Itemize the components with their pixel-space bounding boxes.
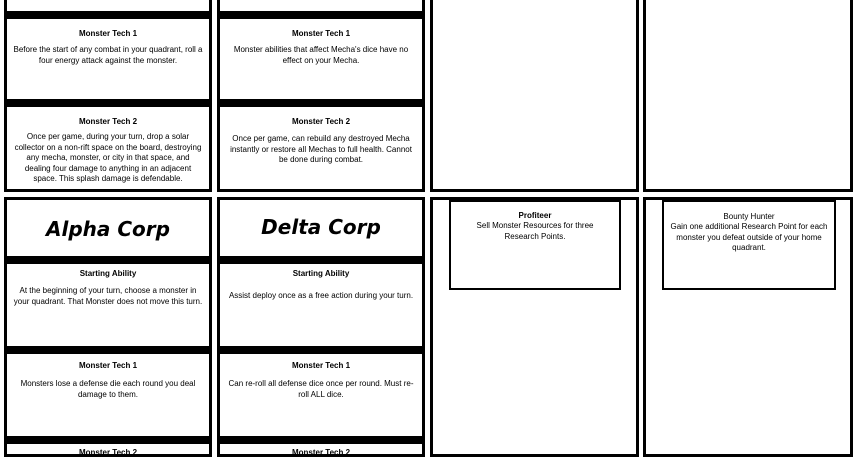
top-right-card-2 (643, 0, 853, 192)
divider (7, 11, 209, 19)
monster-tech-1-title: Monster Tech 1 (78, 29, 138, 38)
bounty-hunter-text: Gain one additional Research Point for e… (670, 222, 828, 252)
monster-tech-1-title: Monster Tech 1 (291, 361, 351, 370)
profiteer-title: Profiteer (518, 211, 552, 220)
divider (220, 346, 422, 354)
divider (7, 436, 209, 444)
top-left-card: Monster Tech 1 Before the start of any c… (4, 0, 212, 192)
starting-ability-text: At the beginning of your turn, choose a … (13, 286, 203, 306)
monster-tech-2-title: Monster Tech 2 (291, 117, 351, 126)
corp-name: Alpha Corp (46, 217, 170, 241)
divider (220, 11, 422, 19)
divider (220, 256, 422, 264)
delta-corp-card: Delta Corp Starting Ability Assist deplo… (217, 197, 425, 457)
profiteer-box: Profiteer Sell Monster Resources for thr… (449, 200, 621, 290)
monster-tech-2-text: Once per game, can rebuild any destroyed… (230, 134, 412, 164)
starting-ability-title: Starting Ability (79, 269, 137, 278)
divider (7, 256, 209, 264)
divider (220, 99, 422, 107)
divider (7, 99, 209, 107)
divider (7, 346, 209, 354)
monster-tech-2-text: Once per game, during your turn, drop a … (14, 132, 202, 183)
corp-name: Delta Corp (261, 215, 381, 239)
bounty-hunter-title: Bounty Hunter (723, 212, 775, 221)
top-middle-card: Monster Tech 1 Monster abilities that af… (217, 0, 425, 192)
alpha-corp-card: Alpha Corp Starting Ability At the begin… (4, 197, 212, 457)
top-right-card-1 (430, 0, 639, 192)
monster-tech-1-title: Monster Tech 1 (291, 29, 351, 38)
bounty-hunter-box: Bounty Hunter Gain one additional Resear… (662, 200, 836, 290)
profiteer-text: Sell Monster Resources for three Researc… (476, 221, 594, 241)
starting-ability-title: Starting Ability (292, 269, 350, 278)
starting-ability-text: Assist deploy once as a free action duri… (228, 291, 414, 300)
monster-tech-1-text: Can re-roll all defense dice once per ro… (228, 379, 414, 399)
divider (220, 436, 422, 444)
profiteer-card: Profiteer Sell Monster Resources for thr… (430, 197, 639, 457)
monster-tech-2-title: Monster Tech 2 (78, 117, 138, 126)
monster-tech-1-text: Before the start of any combat in your q… (13, 45, 203, 65)
bounty-hunter-card: Bounty Hunter Gain one additional Resear… (643, 197, 853, 457)
monster-tech-1-title: Monster Tech 1 (78, 361, 138, 370)
monster-tech-1-text: Monster abilities that affect Mecha's di… (233, 45, 409, 65)
monster-tech-1-text: Monsters lose a defense die each round y… (20, 379, 196, 399)
